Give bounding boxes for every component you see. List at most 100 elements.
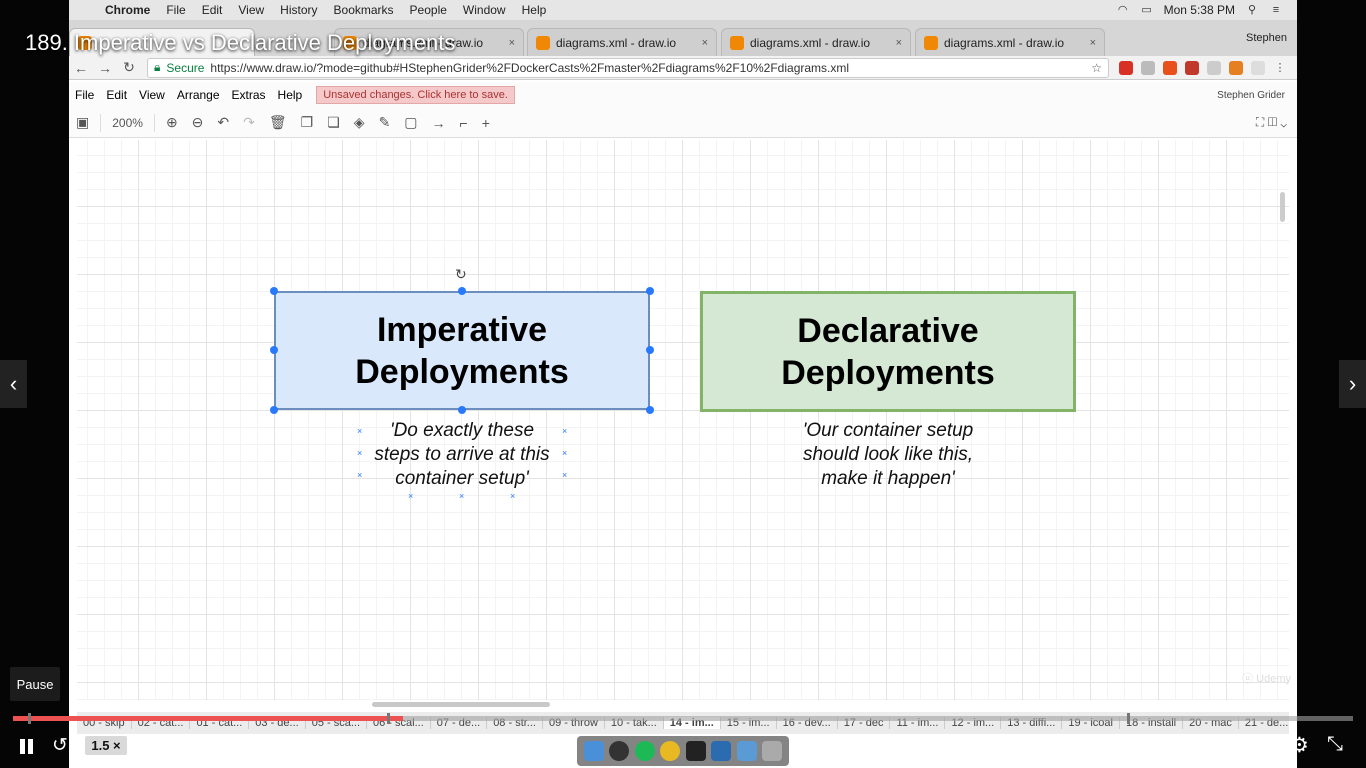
player-controls: ↺ 1.5 × ↻ 3:57 / 13:36 ✚ 🔊︎ CC ⚙ ⤡ (0, 728, 1366, 764)
playback-speed-button[interactable]: 1.5 × (85, 736, 127, 755)
spotlight-icon: ⚲ (1247, 4, 1257, 16)
vscode-icon (711, 741, 732, 761)
declarative-deployments-box: Declarative Deployments (700, 291, 1076, 412)
drawio-favicon-icon (730, 35, 744, 50)
chevron-left-icon: ‹ (9, 371, 18, 396)
imperative-caption: 'Do exactly these steps to arrive at thi… (374, 420, 550, 489)
browser-tab-bar: diagrams.xml - draw.io × diagrams.xml - … (69, 20, 1297, 56)
battery-icon: ▭ (1141, 4, 1152, 16)
menu-window: Window (462, 3, 506, 17)
terminal-icon (685, 741, 706, 761)
pause-tooltip: Pause (10, 667, 60, 701)
progress-bar[interactable] (13, 713, 1353, 724)
udemy-watermark: ⓤ Udemy (1242, 673, 1291, 685)
extension-icon (1185, 60, 1199, 75)
reload-icon: ↻ (123, 59, 135, 75)
tab-title: diagrams.xml - draw.io (363, 35, 484, 50)
drawio-menu-help: Help (277, 88, 303, 102)
drawio-menu-view: View (139, 88, 165, 102)
shadow-icon: ▢ (404, 114, 418, 130)
add-bookmark-button[interactable]: ✚ (250, 734, 266, 754)
text-handle-icon: × (357, 448, 363, 458)
waypoints-icon: ⌐ (459, 114, 468, 131)
resize-handle (270, 346, 278, 354)
to-front-icon: ❐ (300, 114, 314, 130)
recorded-screen: Chrome File Edit View History Bookmarks … (69, 0, 1297, 768)
imperative-deployments-box: Imperative Deployments (274, 291, 650, 410)
resize-handle (646, 287, 654, 295)
chrome-profile-name: Stephen (1246, 32, 1287, 44)
drawio-favicon-icon (536, 35, 550, 50)
unsaved-changes-notice: Unsaved changes. Click here to save. (316, 86, 515, 104)
browser-tab: diagrams.xml - draw.io × (915, 28, 1105, 56)
volume-button[interactable]: 🔊︎ (1216, 734, 1228, 754)
rewind-button[interactable]: ↺ (52, 735, 68, 756)
secure-label: Secure (166, 60, 205, 75)
time-display: 3:57 / 13:36 (168, 737, 242, 753)
url-field: 🔒︎ Secure https://www.draw.io/?mode=gith… (147, 57, 1109, 78)
pause-button[interactable] (17, 736, 37, 756)
drawio-user: Stephen Grider (1217, 89, 1285, 101)
menu-view: View (238, 3, 265, 17)
browser-tab: diagrams.xml - draw.io × (334, 28, 524, 56)
menubar-clock: Mon 5:38 PM (1163, 3, 1235, 17)
extension-icon (1251, 60, 1265, 75)
url-text: https://www.draw.io/?mode=github#HStephe… (210, 60, 850, 75)
forward-button[interactable]: ↻ (137, 735, 153, 756)
resize-handle (458, 287, 466, 295)
drawio-menu-edit: Edit (106, 88, 128, 102)
pause-icon (28, 739, 33, 754)
lock-icon: 🔒︎ (154, 60, 161, 74)
address-bar-row: ← → ↻ 🔒︎ Secure https://www.draw.io/?mod… (69, 56, 1297, 80)
text-handle-icon: × (357, 470, 363, 480)
spotify-icon (634, 741, 655, 761)
chapter-marker (28, 713, 31, 724)
obs-icon (609, 741, 630, 761)
format-panel-icon: ▣ (76, 114, 90, 130)
wifi-icon: ◠ (1117, 4, 1128, 16)
text-handle-icon: × (562, 426, 568, 436)
drawio-favicon-icon (924, 35, 938, 50)
extension-icon (1207, 60, 1221, 75)
horizontal-scrollbar (372, 702, 550, 707)
chevron-right-icon: › (1348, 371, 1357, 396)
captions-button[interactable]: CC (1254, 738, 1274, 754)
to-back-icon: ❏ (327, 114, 340, 130)
extension-icon (1119, 60, 1133, 75)
text-handle-icon: × (459, 491, 465, 501)
menu-people: People (409, 3, 447, 17)
tab-title: diagrams.xml - draw.io (944, 35, 1065, 50)
text-handle-icon: × (408, 491, 414, 501)
previous-lecture-button[interactable]: ‹ (0, 360, 27, 408)
trash-icon (762, 741, 783, 761)
back-icon: ← (74, 59, 88, 76)
menu-chrome: Chrome (105, 3, 151, 17)
drawing-canvas: ↻ Imperative Deployments Declarative Dep… (77, 140, 1289, 700)
drawio-menubar: File Edit View Arrange Extras Help Unsav… (69, 82, 1297, 108)
settings-button[interactable]: ⚙ (1290, 734, 1309, 757)
tab-close-icon: × (1089, 36, 1096, 49)
menu-edit: Edit (201, 3, 223, 17)
exit-fullscreen-button[interactable]: ⤡ (1327, 733, 1343, 755)
next-lecture-button[interactable]: › (1339, 360, 1366, 408)
text-handle-icon: × (357, 426, 363, 436)
resize-handle (270, 406, 278, 414)
progress-fill (13, 716, 403, 721)
star-icon: ☆ (1091, 60, 1102, 75)
browser-tab: diagrams.xml - draw.io × (721, 28, 911, 56)
insert-icon: + (481, 114, 490, 131)
lecture-title: 189. Imperative vs Declarative Deploymen… (25, 30, 456, 55)
chapter-marker (387, 713, 390, 724)
drawio-menu-file: File (75, 88, 95, 102)
mac-menubar: Chrome File Edit View History Bookmarks … (69, 0, 1297, 20)
rotate-handle-icon: ↻ (455, 266, 467, 282)
menu-bookmarks: Bookmarks (333, 3, 394, 17)
chapter-marker (1127, 713, 1130, 724)
chrome-icon (660, 741, 681, 761)
redo-icon: ↷ (243, 114, 255, 130)
declarative-caption: 'Our container setup should look like th… (802, 420, 974, 489)
extension-icon (1163, 60, 1177, 75)
forward-icon: → (98, 59, 112, 76)
drawio-menu-extras: Extras (231, 88, 266, 102)
